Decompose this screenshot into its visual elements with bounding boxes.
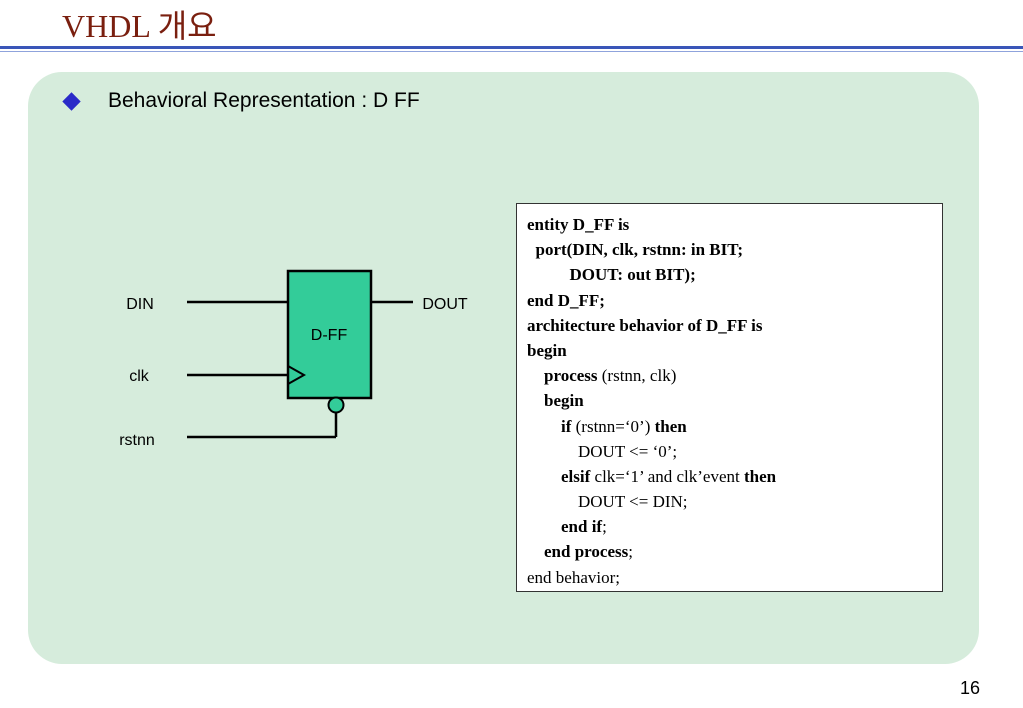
code-segment: ; — [628, 542, 633, 562]
code-segment: begin — [527, 340, 567, 360]
bullet-item: Behavioral Representation : D FF — [62, 86, 420, 116]
code-segment: entity D_FF is — [527, 215, 630, 234]
vhdl-code-box: entity D_FF is port(DIN, clk, rstnn: in … — [516, 203, 943, 592]
code-segment: if — [527, 416, 572, 436]
code-segment: DOUT <= ‘0’; — [527, 441, 678, 461]
reset-bubble-icon — [327, 396, 345, 414]
code-segment: end process — [527, 542, 629, 562]
code-segment: then — [744, 466, 777, 486]
bullet-text: Behavioral Representation : D FF — [108, 89, 420, 112]
code-segment: architecture behavior of D_FF is — [527, 315, 763, 335]
code-line: if (rstnn=‘0’) then — [527, 414, 932, 439]
code-segment: port(DIN, clk, rstnn: in BIT; — [527, 240, 743, 260]
code-segment: process — [527, 366, 598, 386]
code-segment: end if — [527, 517, 603, 537]
code-segment: then — [654, 416, 687, 436]
code-line: entity D_FF is — [527, 212, 932, 237]
code-segment: DOUT: out BIT); — [527, 265, 696, 285]
din-label: DIN — [126, 296, 154, 313]
code-segment: (rstnn=‘0’) — [571, 416, 655, 436]
code-segment: clk=‘1’ and clk’event — [590, 466, 744, 486]
code-line: DOUT: out BIT); — [527, 262, 932, 287]
code-segment: begin — [527, 391, 584, 411]
title-rule-thin — [0, 51, 1023, 52]
code-line: end D_FF; — [527, 288, 932, 313]
code-line: begin — [527, 388, 932, 413]
code-line: DOUT <= DIN; — [527, 489, 932, 514]
code-line: end if; — [527, 514, 932, 539]
block-label: D-FF — [311, 327, 348, 344]
code-line: port(DIN, clk, rstnn: in BIT; — [527, 237, 932, 262]
code-line: end process; — [527, 539, 932, 564]
code-segment: DOUT <= DIN; — [527, 492, 688, 512]
code-segment: end behavior; — [527, 567, 620, 587]
slide-title: VHDL 개요 — [62, 8, 217, 44]
rstnn-label: rstnn — [119, 432, 155, 449]
code-segment: ; — [602, 517, 607, 537]
code-line: begin — [527, 338, 932, 363]
dff-block — [286, 269, 373, 400]
clock-edge-icon — [287, 365, 307, 385]
code-line: architecture behavior of D_FF is — [527, 313, 932, 338]
code-segment: elsif — [527, 466, 591, 486]
code-segment: end D_FF; — [527, 290, 605, 310]
code-segment: (rstnn, clk) — [597, 366, 677, 386]
code-line: process (rstnn, clk) — [527, 363, 932, 388]
page-number: 16 — [960, 678, 981, 698]
title-rule — [0, 46, 1023, 49]
code-line: elsif clk=‘1’ and clk’event then — [527, 464, 932, 489]
code-line: end behavior; — [527, 565, 932, 590]
dout-label: DOUT — [422, 296, 468, 313]
clk-label: clk — [129, 368, 150, 385]
code-line: DOUT <= ‘0’; — [527, 439, 932, 464]
